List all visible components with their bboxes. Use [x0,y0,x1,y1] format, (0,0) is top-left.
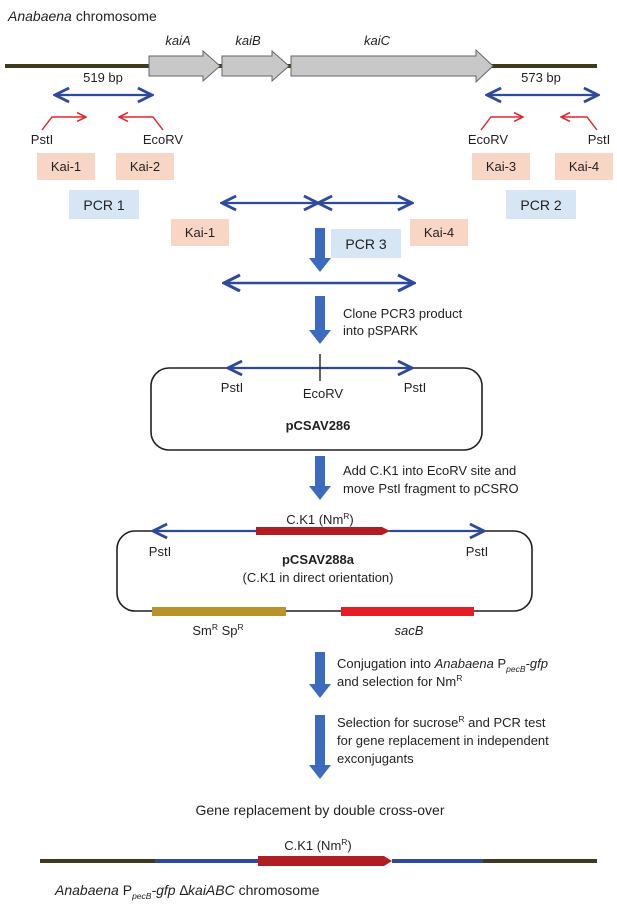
gene-kaiC-label: kaiC [364,33,391,48]
primer-kai1-label: Kai-1 [51,159,81,174]
step-add-ck1-line2: move PstI fragment to pCSRO [343,481,519,496]
pcr3-label: PCR 3 [345,236,386,252]
pcr3-primer-kai4-box [410,219,468,246]
primer-kai3-label: Kai-3 [486,159,516,174]
site-psti-right: PstI [588,132,610,147]
pcsav288a-ck1-cassette [256,527,390,535]
step-clone-line1: Clone PCR3 product [343,306,463,321]
sm-text: Sm [192,623,212,638]
pcsav288a-cassette-sup: R [343,511,349,521]
pcsav288a-cassette-text: C.K1 (Nm [286,512,343,527]
primer-kai2-arrow [119,117,164,131]
pcsav288a-name: pCSAV288a [282,552,355,567]
pcr2-label: PCR 2 [520,197,561,213]
primer-kai4-label: Kai-4 [569,159,599,174]
step-clone-line2: into pSPARK [343,323,418,338]
step-selection-line1-rest: and PCR test [465,715,546,730]
pcsav288a-cassette-close: ) [349,512,353,527]
step-add-ck1-line1: Add C.K1 into EcoRV site and [343,463,516,478]
pcsav288a-psti-right: PstI [466,544,488,559]
primer-kai4-arrow [561,117,598,131]
pcr2-box [506,190,576,219]
pcr3-primer-kai1-label: Kai-1 [185,225,215,240]
flow-arrow-selection [309,715,331,779]
final-p: P [119,882,132,898]
result-cassette-label: C.K1 (NmR) [284,837,352,853]
pcsav288a-psti-left: PstI [149,544,171,559]
sm-sp-resistance-bar [152,607,286,616]
step-conjugation-line1: Conjugation into Anabaena PpecB-gfp [337,656,548,674]
primer-kai1-box [37,153,95,180]
step-selection-sup: R [458,714,464,724]
site-ecorv-left: EcoRV [143,132,184,147]
pcr3-primer-kai1-box [171,219,229,246]
step-conjugation-sup: R [456,673,462,683]
primer-kai3-box [472,153,530,180]
gene-kaiA-label: kaiA [165,33,190,48]
result-title: Gene replacement by double cross-over [195,802,444,818]
final-sub: pecB [131,891,152,901]
chromosome-title-organism: Anabaena [7,8,72,24]
plasmid-pcsav286-outline [150,367,483,451]
step-selection-line1: Selection for sucroseR and PCR test [337,714,546,730]
primer-kai2-box [116,153,174,180]
pcr3-box [331,229,401,258]
step-conjugation-line2: and selection for NmR [337,673,462,689]
step-conjugation-prefix: Conjugation into [337,656,435,671]
result-cassette-close: ) [347,838,351,853]
final-delta: ∆kaiABC [176,882,236,898]
sm-sp-label: SmR SpR [192,622,243,638]
primer-kai3-arrow [480,117,523,131]
primer-kai2-label: Kai-2 [130,159,160,174]
pcsav286-ecorv: EcoRV [303,386,344,401]
step-conjugation-sub: pecB [505,664,526,674]
flow-arrow-conjugation [309,652,331,698]
pcsav288a-cassette-label: C.K1 (NmR) [286,511,354,527]
result-cassette-text: C.K1 (Nm [284,838,341,853]
pcsav288a-note: (C.K1 in direct orientation) [242,570,393,585]
pcsav286-psti-right: PstI [404,380,426,395]
sacb-bar [341,607,474,616]
gene-kaiB-label: kaiB [235,33,261,48]
step-selection-line3: exconjugants [337,751,414,766]
site-psti-left: PstI [31,132,53,147]
gene-kaiB-arrow [221,49,290,83]
final-organism: Anabaena [54,882,119,898]
flow-arrow-pcr3 [309,228,331,272]
sm-sup: R [212,622,218,632]
pcsav286-psti-left: PstI [221,380,243,395]
final-gfp: -gfp [151,882,175,898]
step-conjugation-line2-text: and selection for Nm [337,674,456,689]
final-chromosome-label: Anabaena PpecB-gfp ∆kaiABC chromosome [54,882,320,901]
flow-arrow-add-ck1 [309,456,331,500]
step-conjugation-p: P [494,656,506,671]
step-selection-line1-text: Selection for sucrose [337,715,458,730]
flow-arrow-clone [309,296,331,344]
sacb-label: sacB [395,623,424,638]
primer-kai1-arrow [41,117,86,131]
primer-kai4-box [555,153,613,180]
pcr3-primer-kai4-label: Kai-4 [424,225,454,240]
pcr1-box [69,190,139,219]
gene-kaiC-arrow [290,48,494,84]
left-fragment-size: 519 bp [83,70,123,85]
step-conjugation-organism: Anabaena [434,656,494,671]
final-word: chromosome [235,882,320,898]
step-selection-line2: for gene replacement in independent [337,733,549,748]
pcr1-label: PCR 1 [83,197,124,213]
sp-text: Sp [218,623,238,638]
final-ck1-cassette [258,856,392,866]
gene-kaiA-arrow [148,49,221,83]
pcsav286-name: pCSAV286 [286,418,351,433]
step-conjugation-gfp: -gfp [526,656,548,671]
site-ecorv-right: EcoRV [468,132,509,147]
result-cassette-sup: R [341,837,347,847]
chromosome-title-word: chromosome [76,8,157,24]
sp-sup: R [238,622,244,632]
right-fragment-size: 573 bp [521,70,561,85]
